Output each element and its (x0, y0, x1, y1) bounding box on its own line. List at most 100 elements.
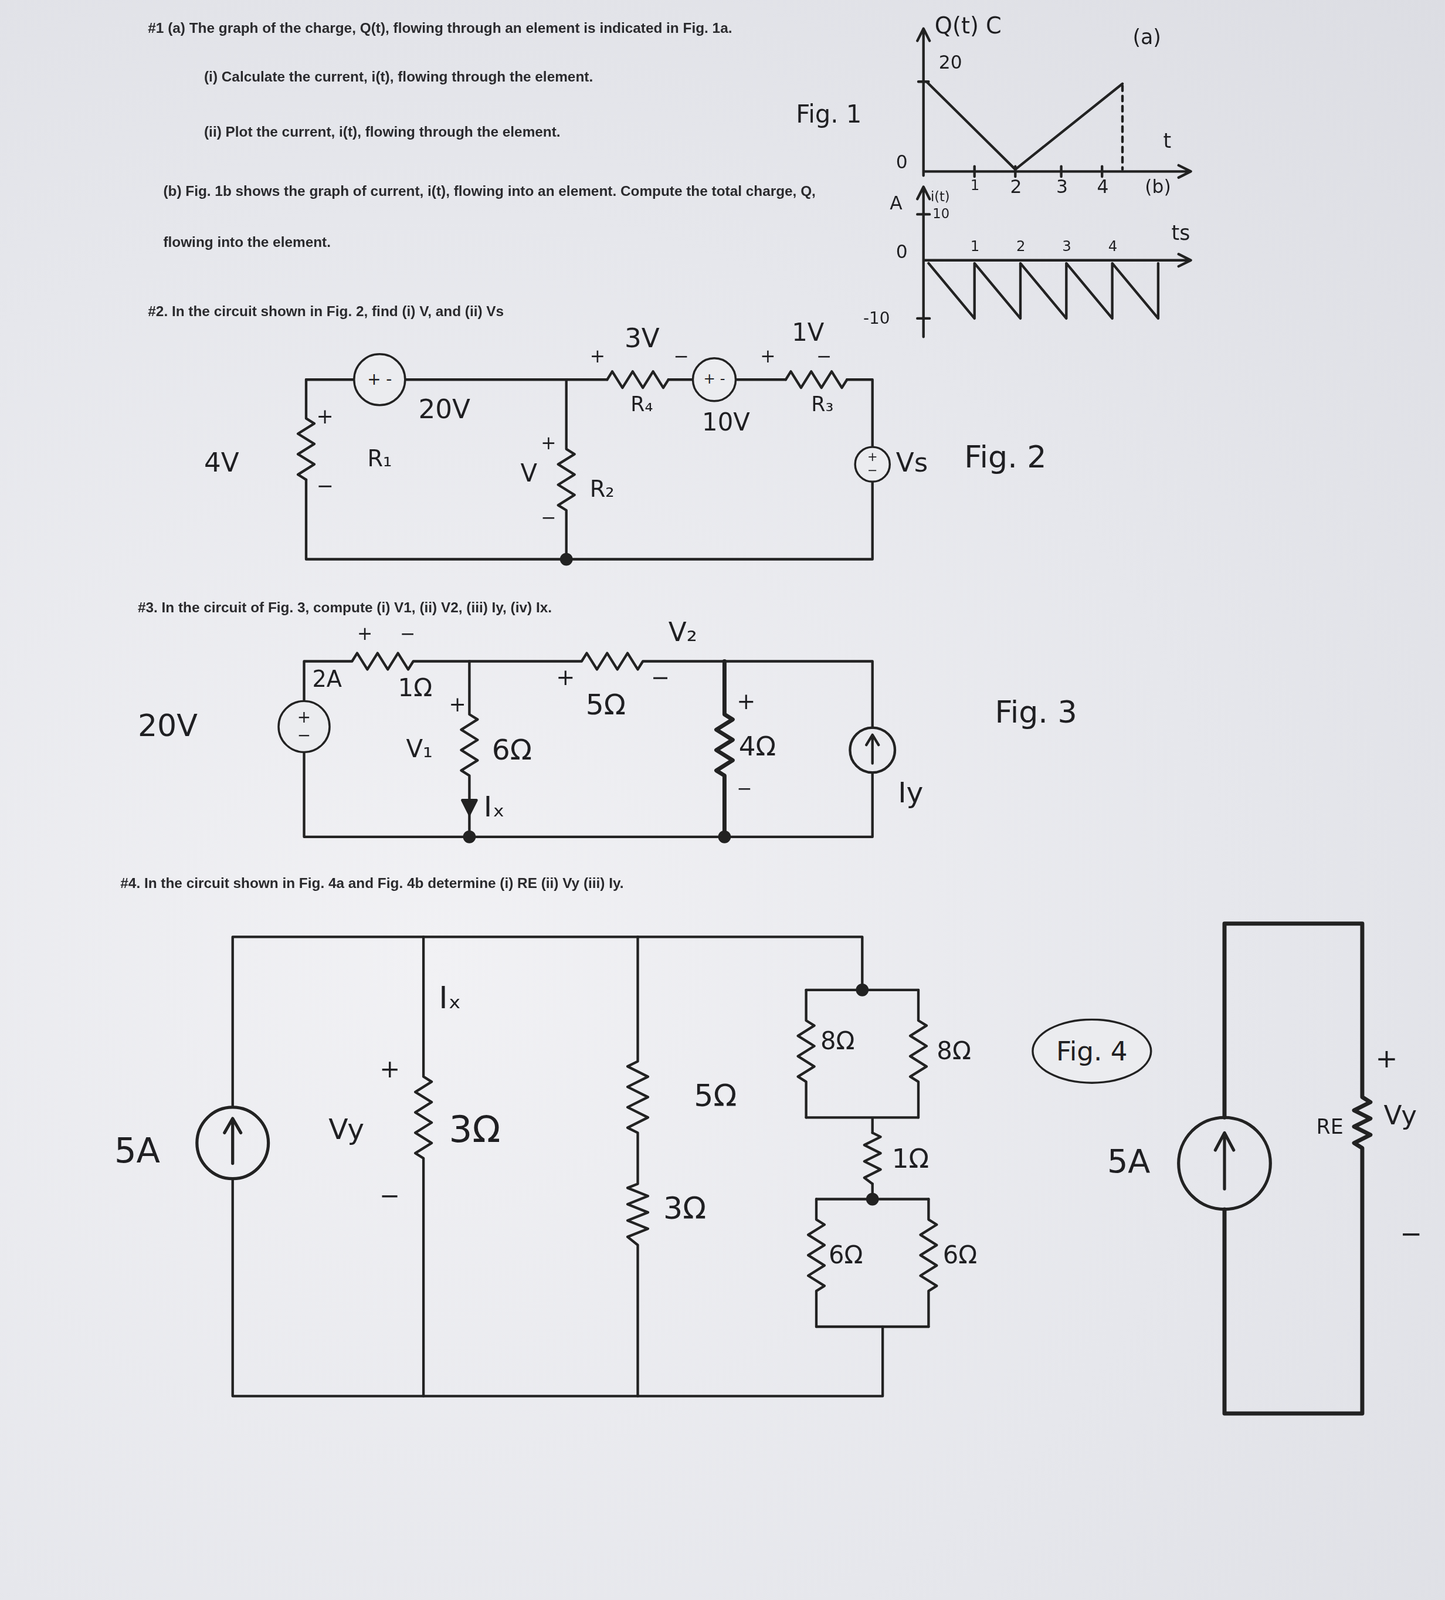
junction-dot (857, 984, 868, 995)
circuit-label: 3 (1056, 177, 1068, 198)
circuit-label: A (889, 194, 902, 214)
circuit-label: + (736, 689, 756, 714)
wire (232, 936, 883, 1396)
circuit-label: 4Ω (738, 732, 776, 761)
tick (918, 81, 1102, 177)
circuit-label: Vy (328, 1114, 365, 1145)
circuit-label: 8Ω (936, 1038, 971, 1065)
node-text: + − (296, 708, 313, 745)
circuit-label: + (1375, 1045, 1399, 1073)
resistor-symbol (798, 989, 815, 1118)
junction-dot (867, 1194, 878, 1204)
circuit-label: (b) (1144, 177, 1171, 198)
circuit-label: 0 (896, 153, 908, 173)
circuit-label: − (816, 347, 832, 367)
circuit-label: 3Ω (449, 1110, 501, 1149)
junction-dot (719, 831, 730, 842)
junction-dot (561, 554, 572, 565)
node-text: Fig. 4 (1056, 1036, 1128, 1066)
resistor-symbol (606, 371, 668, 388)
circuit-label: + (540, 433, 556, 454)
circuit-label: 20 (938, 52, 963, 73)
circuit-label: Vy (1383, 1101, 1417, 1130)
circuit-label: 5A (1107, 1144, 1151, 1179)
circuit-label: − (399, 624, 416, 644)
circuit-label: 3V (624, 324, 660, 352)
circuit-label: 0 (896, 242, 908, 263)
circuit-label: ts (1171, 222, 1191, 244)
circuit-label: (a) (1132, 26, 1162, 49)
circuit-label: 1Ω (398, 675, 433, 702)
circuit-label: Iy (897, 777, 924, 808)
dashed-line (1121, 85, 1124, 170)
circuit-label: 6Ω (492, 734, 532, 765)
source-arrow (866, 734, 879, 764)
question-text: (ii) Plot the current, i(t), flowing thr… (204, 124, 561, 140)
resistor-symbol (808, 1199, 825, 1328)
circled-figure-label: Fig. 4 (1031, 1018, 1152, 1084)
resistor-symbol (920, 1199, 937, 1328)
voltage-source: + - (692, 357, 738, 403)
circuit-label: Q(t) C (934, 14, 1002, 38)
source-arrow (1215, 1132, 1234, 1189)
circuit-label: − (673, 347, 689, 367)
source-arrow (224, 1118, 242, 1164)
circuit-label: Iₓ (483, 791, 505, 822)
node-text: + - (367, 370, 392, 389)
circuit-label: + (379, 1057, 400, 1084)
circuit-label: 4 (1097, 177, 1109, 198)
circuit-label: 6Ω (943, 1242, 978, 1269)
circuit-label: 3 (1062, 238, 1072, 254)
voltage-source: + − (277, 700, 331, 753)
resistor-symbol (864, 1132, 881, 1184)
circuit-label: R₂ (589, 477, 615, 501)
circuit-label: 1 (970, 177, 980, 193)
resistor-symbol (785, 371, 847, 388)
resistor-symbol (910, 989, 927, 1118)
circuit-label: V₁ (406, 736, 433, 763)
question-text: #1 (a) The graph of the charge, Q(t), fl… (147, 20, 732, 36)
resistor-symbol (415, 936, 432, 1396)
circuit-label: + (316, 406, 334, 429)
voltage-source: + - (353, 353, 406, 406)
circuit-label: − (316, 475, 334, 498)
question-text: (i) Calculate the current, i(t), flowing… (204, 69, 593, 85)
circuit-label: Vs (896, 449, 929, 477)
circuit-label: 2 (1010, 177, 1023, 198)
circuit-label: Fig. 1 (795, 102, 862, 128)
charge-graph (926, 81, 1123, 170)
resistor-symbol (460, 661, 478, 837)
circuit-label: i(t) (930, 190, 951, 205)
circuit-label: 1Ω (891, 1144, 929, 1173)
resistor-symbol (558, 379, 575, 559)
circuit-label: 10V (701, 409, 751, 436)
wire (1224, 923, 1371, 1414)
circuit-label: + (760, 347, 776, 367)
current-graph (928, 263, 1159, 319)
circuit-label: − (736, 779, 752, 799)
circuit-label: 6Ω (828, 1242, 863, 1269)
wire (806, 989, 929, 1327)
circuit-label: 5Ω (585, 689, 626, 720)
circuit-label: t (1163, 130, 1172, 153)
resistor-symbol (716, 661, 733, 837)
circuit-label: 5A (114, 1132, 161, 1169)
circuit-label: + (357, 624, 373, 644)
circuit-label: 1V (791, 320, 824, 347)
circuit-label: R₄ (630, 394, 653, 416)
circuit-label: − (1399, 1220, 1423, 1248)
circuit-label: -10 (863, 310, 890, 328)
voltage-source: + − (853, 445, 891, 483)
circuit-label: + (449, 693, 467, 716)
circuit-label: 20V (418, 395, 471, 424)
circuit-label: 4V (204, 449, 240, 477)
node-text: + - (703, 371, 726, 388)
junction-dot (464, 831, 475, 842)
circuit-label: 20V (137, 709, 198, 742)
circuit-label: − (379, 1183, 400, 1210)
circuit-label: 10 (932, 207, 950, 222)
circuit-label: RE (1316, 1116, 1344, 1139)
circuit-label: 4 (1108, 238, 1118, 254)
question-text: #3. In the circuit of Fig. 3, compute (i… (137, 599, 552, 616)
